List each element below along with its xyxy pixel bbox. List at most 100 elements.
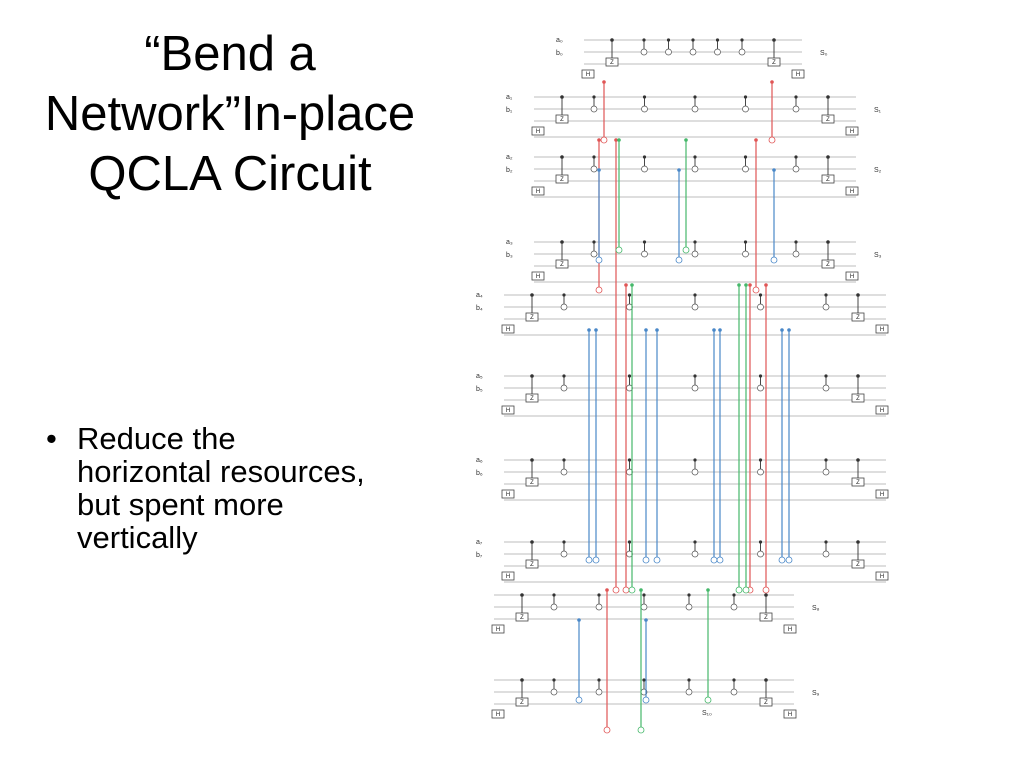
hadamard-gate-label: H: [788, 627, 792, 633]
input-label-b: b₀: [556, 50, 563, 57]
hadamard-gate-label: H: [850, 274, 854, 280]
target-circle: [822, 303, 830, 311]
green-generate-line-target: [615, 246, 623, 254]
cphase-gate-label: Z: [520, 700, 524, 706]
target-circle: [757, 550, 764, 558]
target-circle: [691, 384, 699, 392]
red-carry-line-target: [762, 586, 770, 594]
target-circle: [550, 603, 558, 611]
control-dot: [715, 38, 720, 42]
control-dot: [597, 593, 601, 597]
red-carry-line-target: [752, 286, 760, 294]
control-dot: [627, 540, 632, 544]
target-circle: [560, 303, 568, 311]
blue-propagate-line-target: [642, 696, 650, 704]
target-circle: [691, 550, 699, 558]
blue-propagate-line-target: [778, 556, 786, 564]
red-carry-line-dot: [748, 283, 752, 287]
cphase-gate: [515, 697, 529, 707]
hadamard-gate: [845, 271, 859, 281]
control-dot: [552, 593, 556, 597]
control-dot: [520, 678, 524, 682]
target-circle: [691, 468, 699, 476]
hadamard-gate-label: H: [880, 408, 884, 414]
target-circle: [714, 48, 721, 56]
control-dot: [597, 678, 601, 682]
target-circle: [560, 384, 568, 392]
target-circle: [691, 250, 699, 258]
cphase-gate: [821, 259, 835, 269]
cphase-gate-label: Z: [826, 177, 830, 183]
cphase-gate-label: Z: [530, 396, 534, 402]
control-dot: [856, 293, 860, 297]
hadamard-gate: [531, 271, 545, 281]
output-label: S₁: [874, 107, 882, 114]
control-dot: [826, 240, 830, 244]
input-label-b: b₆: [476, 470, 483, 477]
hadamard-gate-label: H: [880, 492, 884, 498]
green-generate-line-dot: [706, 588, 710, 592]
cphase-gate-label: Z: [560, 262, 564, 268]
input-label-b: b₅: [476, 386, 483, 393]
input-label-a: a₁: [506, 94, 513, 101]
red-carry-line-dot: [597, 138, 601, 142]
target-circle: [641, 250, 648, 258]
control-dot: [824, 374, 828, 378]
blue-propagate-line-target: [585, 556, 593, 564]
control-dot: [693, 155, 697, 159]
hadamard-gate-label: H: [506, 327, 510, 333]
control-dot: [693, 293, 697, 297]
control-dot: [693, 95, 697, 99]
bullet-list: • Reduce the horizontal resources, but s…: [46, 422, 376, 554]
control-dot: [794, 155, 798, 159]
target-circle: [742, 105, 749, 113]
hadamard-gate: [531, 126, 545, 136]
hadamard-gate-label: H: [788, 712, 792, 718]
blue-propagate-line-dot: [644, 618, 648, 622]
hadamard-gate: [875, 489, 889, 499]
target-circle: [691, 165, 699, 173]
hadamard-gate-label: H: [536, 274, 540, 280]
cphase-gate-label: Z: [610, 60, 614, 66]
cphase-gate-label: Z: [856, 562, 860, 568]
target-circle: [590, 165, 598, 173]
control-dot: [560, 95, 564, 99]
output-label-extra: S₁₀: [702, 710, 712, 717]
cphase-gate-label: Z: [520, 615, 524, 621]
control-dot: [772, 38, 776, 42]
target-circle: [640, 603, 648, 611]
hadamard-gate: [845, 186, 859, 196]
output-label: S₈: [812, 605, 820, 612]
input-label-b: b₃: [506, 252, 513, 259]
green-generate-line-target: [682, 246, 690, 254]
green-generate-line-dot: [617, 138, 621, 142]
hadamard-gate-label: H: [880, 327, 884, 333]
target-circle: [792, 250, 800, 258]
cphase-gate: [851, 559, 865, 569]
target-circle: [560, 550, 568, 558]
cphase-gate-label: Z: [856, 396, 860, 402]
target-circle: [641, 105, 648, 113]
green-generate-line-target: [704, 696, 712, 704]
green-generate-line-dot: [737, 283, 741, 287]
target-circle: [665, 48, 672, 56]
input-label-a: a₀: [556, 37, 563, 44]
output-label: S₉: [812, 690, 820, 697]
input-label-b: b₁: [506, 107, 513, 114]
hadamard-gate-label: H: [586, 72, 590, 78]
target-circle: [691, 105, 699, 113]
blue-propagate-line-dot: [780, 328, 784, 332]
blue-propagate-line-target: [675, 256, 683, 264]
control-dot: [560, 240, 564, 244]
red-carry-line-target: [595, 286, 603, 294]
cphase-gate: [759, 612, 773, 622]
cphase-gate: [605, 57, 619, 67]
hadamard-gate-label: H: [496, 627, 500, 633]
hadamard-gate-label: H: [850, 129, 854, 135]
target-circle: [689, 48, 697, 56]
control-dot: [627, 374, 632, 378]
control-dot: [693, 458, 697, 462]
hadamard-gate: [845, 126, 859, 136]
hadamard-gate-label: H: [880, 574, 884, 580]
cphase-gate: [515, 612, 529, 622]
